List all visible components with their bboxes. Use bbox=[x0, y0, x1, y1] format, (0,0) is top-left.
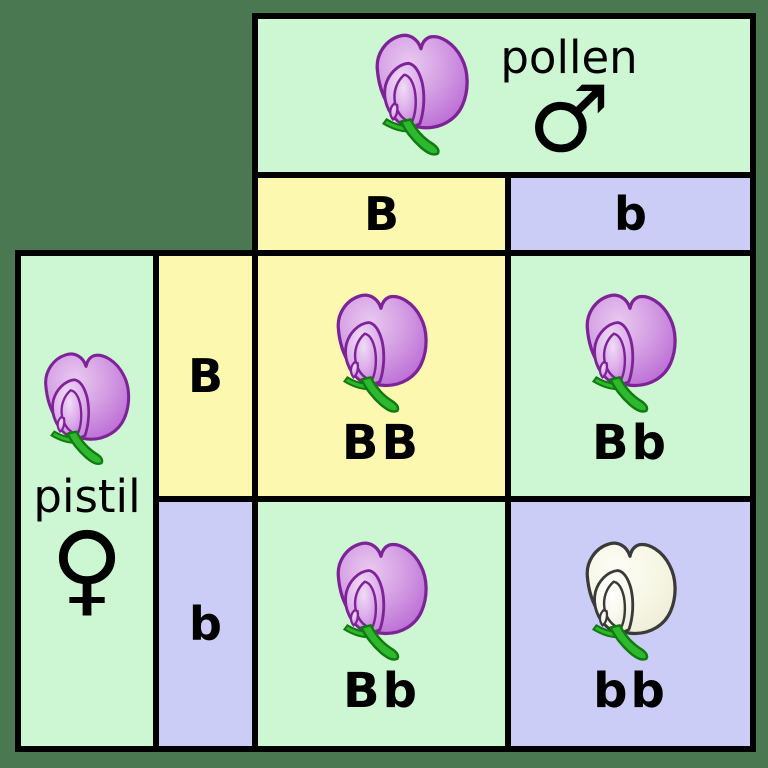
genotype-label: Bb bbox=[343, 663, 420, 719]
offspring-cell-Bb-top: Bb bbox=[505, 250, 756, 502]
column-header-b: b bbox=[505, 172, 756, 256]
allele-label: b bbox=[614, 187, 647, 241]
purple-flower-icon bbox=[331, 291, 433, 417]
pollen-label-group: pollen ♂ bbox=[500, 31, 638, 174]
purple-flower-icon bbox=[370, 31, 474, 160]
row-header-B: B bbox=[153, 250, 258, 502]
genotype-label: BB bbox=[341, 415, 422, 471]
pistil-parent-box: pistil ♀ bbox=[15, 250, 159, 752]
purple-flower-icon bbox=[580, 291, 682, 417]
white-flower-icon bbox=[580, 539, 682, 665]
row-header-b: b bbox=[153, 496, 258, 752]
male-symbol-icon: ♂ bbox=[527, 66, 611, 174]
pistil-label: pistil bbox=[33, 469, 141, 523]
pollen-label: pollen bbox=[500, 31, 638, 85]
genotype-label: bb bbox=[593, 663, 668, 719]
female-symbol-icon: ♀ bbox=[50, 510, 124, 628]
genotype-label: Bb bbox=[592, 415, 669, 471]
offspring-cell-Bb-bottom: Bb bbox=[252, 496, 511, 752]
pollen-parent-box: pollen ♂ bbox=[252, 13, 756, 178]
allele-label: B bbox=[363, 187, 400, 241]
purple-flower-icon bbox=[331, 539, 433, 665]
allele-label: b bbox=[189, 597, 222, 651]
allele-label: B bbox=[187, 349, 224, 403]
offspring-cell-BB: BB bbox=[252, 250, 511, 502]
purple-flower-icon bbox=[39, 350, 135, 469]
offspring-cell-bb: bb bbox=[505, 496, 756, 752]
column-header-B: B bbox=[252, 172, 511, 256]
